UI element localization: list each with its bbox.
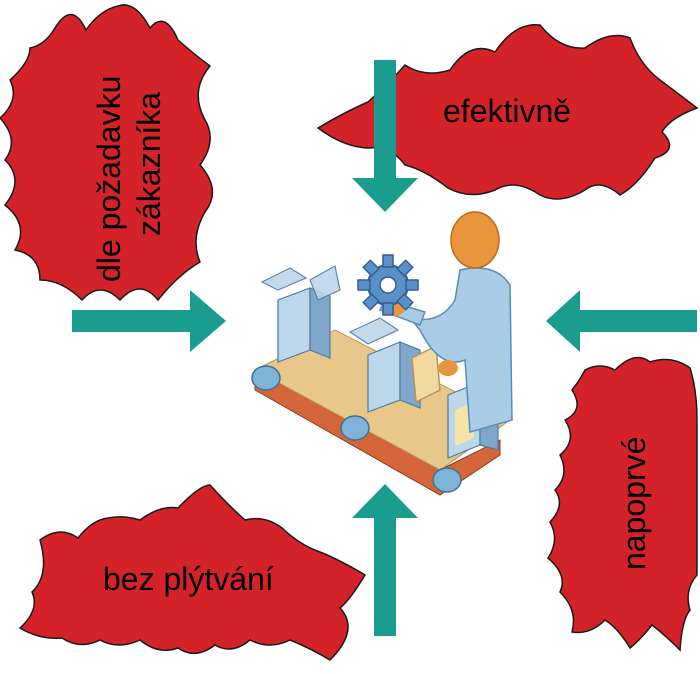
arrow-right-icon [72,290,226,352]
burst-bottom-left-shape [18,484,367,661]
roller-left [251,365,281,391]
box-left [260,265,341,363]
arrow-up-icon [352,484,418,636]
arrow-down-icon [352,60,418,212]
worker-head [450,211,500,269]
gear-icon [357,254,419,316]
arrow-left-icon [546,290,697,352]
roller-right [432,467,462,493]
burst-top-right: efektivně [316,24,699,200]
arrows [72,60,697,636]
label-top-left-line1: dle požadavku [91,76,127,282]
label-top-right: efektivně [443,93,571,129]
label-bottom-left: bez plýtvání [103,561,274,597]
burst-top-left: dle požadavku zákazníka [0,4,214,302]
roller-middle [340,415,370,441]
burst-bottom-left: bez plýtvání [18,484,367,661]
burst-right-shape [547,356,698,652]
panel [411,344,441,404]
burst-top-right-shape [316,24,699,200]
assembly-line-worker-icon [251,211,513,496]
worker-hand-2 [438,360,458,376]
burst-right: napoprvé [547,356,698,652]
label-right: napoprvé [616,437,652,570]
label-top-left-line2: zákazníka [131,92,167,236]
burst-top-left-shape [0,4,214,302]
